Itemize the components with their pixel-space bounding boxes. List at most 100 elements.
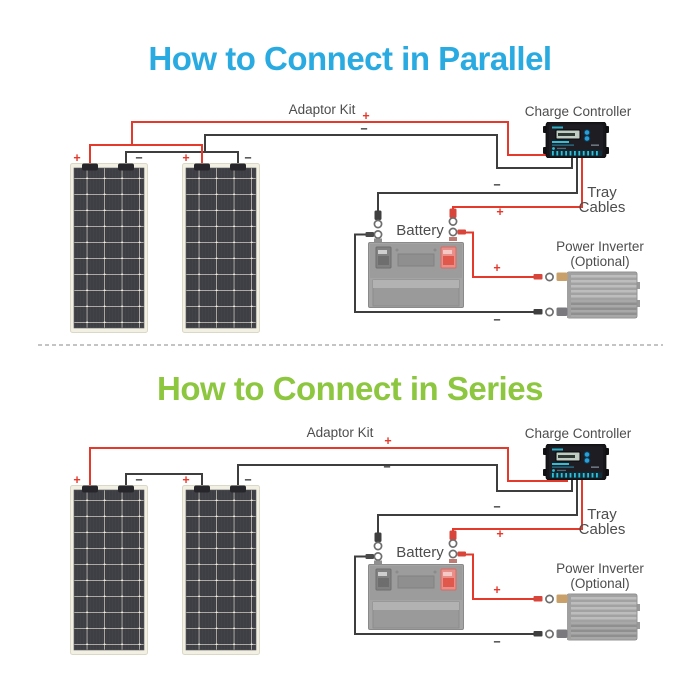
power-inverter-optional-label: (Optional) xyxy=(570,576,629,591)
ring-terminal xyxy=(448,539,458,548)
battery-label: Battery xyxy=(396,222,444,239)
parallel-negative-bus-wire xyxy=(125,151,239,168)
battery-label: Battery xyxy=(396,544,444,561)
negative-sign: − xyxy=(135,473,142,487)
inverter-negative-terminal xyxy=(556,629,568,638)
ring-terminal xyxy=(545,272,554,282)
battery xyxy=(368,242,464,308)
negative-sign: − xyxy=(383,460,390,474)
battery-to-inverter-positive-wire xyxy=(464,231,535,278)
tray-cables-label-line2: Cables xyxy=(579,521,626,538)
positive-sign: + xyxy=(182,151,189,165)
positive-cable-lug xyxy=(533,596,543,602)
ring-terminal xyxy=(373,541,383,551)
positive-sign: + xyxy=(496,527,503,541)
tray-cables-label-line1: Tray xyxy=(587,506,617,523)
ring-terminal xyxy=(545,594,554,604)
negative-sign: − xyxy=(493,635,500,649)
adaptor-kit-label: Adaptor Kit xyxy=(289,102,356,117)
ring-terminal xyxy=(448,549,458,559)
adaptor-kit-label: Adaptor Kit xyxy=(307,425,374,440)
panel2-negative-junction-box xyxy=(230,485,246,493)
positive-cable-lug xyxy=(533,274,543,280)
negative-cable-lug xyxy=(533,309,543,315)
negative-cable-lug xyxy=(365,232,374,237)
negative-sign: − xyxy=(360,122,367,136)
positive-sign: + xyxy=(182,473,189,487)
ring-terminal xyxy=(373,552,383,561)
panel2-positive-junction-box xyxy=(194,485,210,493)
adaptor-kit-positive-wire xyxy=(89,447,568,490)
positive-sign: + xyxy=(73,151,80,165)
solar-panel-2 xyxy=(182,485,260,655)
battery-negative-post xyxy=(374,238,382,243)
battery xyxy=(368,564,464,630)
charge-controller-label: Charge Controller xyxy=(525,426,632,441)
negative-sign: − xyxy=(493,178,500,192)
positive-sign: + xyxy=(384,434,391,448)
positive-sign: + xyxy=(73,473,80,487)
adaptor-kit-positive-wire xyxy=(131,121,568,156)
ring-terminal xyxy=(448,217,458,226)
ring-terminal xyxy=(373,219,383,229)
power-inverter xyxy=(567,593,640,641)
battery-positive-post xyxy=(449,237,457,241)
positive-sign: + xyxy=(493,261,500,275)
negative-cable-lug xyxy=(374,532,382,542)
charge-controller xyxy=(543,122,609,158)
positive-sign: + xyxy=(496,205,503,219)
positive-sign: + xyxy=(362,109,369,123)
negative-cable-lug xyxy=(365,554,374,559)
inverter-positive-terminal xyxy=(556,272,568,281)
ring-terminal xyxy=(373,230,383,239)
positive-cable-lug xyxy=(457,229,466,235)
ring-terminal xyxy=(545,307,554,317)
solar-panel-1 xyxy=(70,163,148,333)
panel1-positive-junction-box xyxy=(82,485,98,493)
negative-sign: − xyxy=(493,500,500,514)
positive-sign: + xyxy=(493,583,500,597)
panel2-positive-junction-box xyxy=(194,163,210,171)
positive-cable-lug xyxy=(449,208,457,218)
battery-to-inverter-positive-wire xyxy=(464,553,535,600)
negative-cable-lug xyxy=(533,631,543,637)
ring-terminal xyxy=(448,227,458,237)
parallel-title: How to Connect in Parallel xyxy=(148,40,552,77)
adaptor-kit-negative-wire xyxy=(204,134,573,169)
parallel-positive-bus-wire xyxy=(89,144,203,168)
tray-cables-label-line1: Tray xyxy=(587,184,617,201)
panel1-negative-junction-box xyxy=(118,485,134,493)
adaptor-kit-negative-wire xyxy=(237,460,573,492)
negative-sign: − xyxy=(493,313,500,327)
ring-terminal xyxy=(545,629,554,639)
tray-cable-negative-wire xyxy=(377,463,578,534)
negative-sign: − xyxy=(244,151,251,165)
negative-sign: − xyxy=(135,151,142,165)
positive-cable-lug xyxy=(449,530,457,540)
panel1-positive-junction-box xyxy=(82,163,98,171)
solar-panel-1 xyxy=(70,485,148,655)
battery-to-inverter-negative-wire xyxy=(354,555,535,635)
power-inverter-optional-label: (Optional) xyxy=(570,254,629,269)
power-inverter-label: Power Inverter xyxy=(556,239,644,254)
power-inverter xyxy=(567,271,640,319)
negative-cable-lug xyxy=(374,210,382,220)
negative-sign: − xyxy=(244,473,251,487)
tray-cables-label-line2: Cables xyxy=(579,199,626,216)
battery-to-inverter-negative-wire xyxy=(354,233,535,313)
series-jumper-wire xyxy=(125,473,203,490)
charge-controller-label: Charge Controller xyxy=(525,104,632,119)
inverter-negative-terminal xyxy=(556,307,568,316)
diagram-parallel: Adaptor Kit + − Charge Controller − + Tr… xyxy=(70,102,644,333)
section-divider xyxy=(38,344,663,346)
power-inverter-label: Power Inverter xyxy=(556,561,644,576)
series-title: How to Connect in Series xyxy=(157,370,543,407)
charge-controller xyxy=(543,444,609,480)
inverter-positive-terminal xyxy=(556,594,568,603)
positive-cable-lug xyxy=(457,551,466,557)
diagram-series: Adaptor Kit + − Charge Controller − + Tr… xyxy=(70,425,644,655)
tray-cable-negative-wire xyxy=(377,141,578,212)
battery-negative-post xyxy=(374,560,382,565)
solar-panel-2 xyxy=(182,163,260,333)
